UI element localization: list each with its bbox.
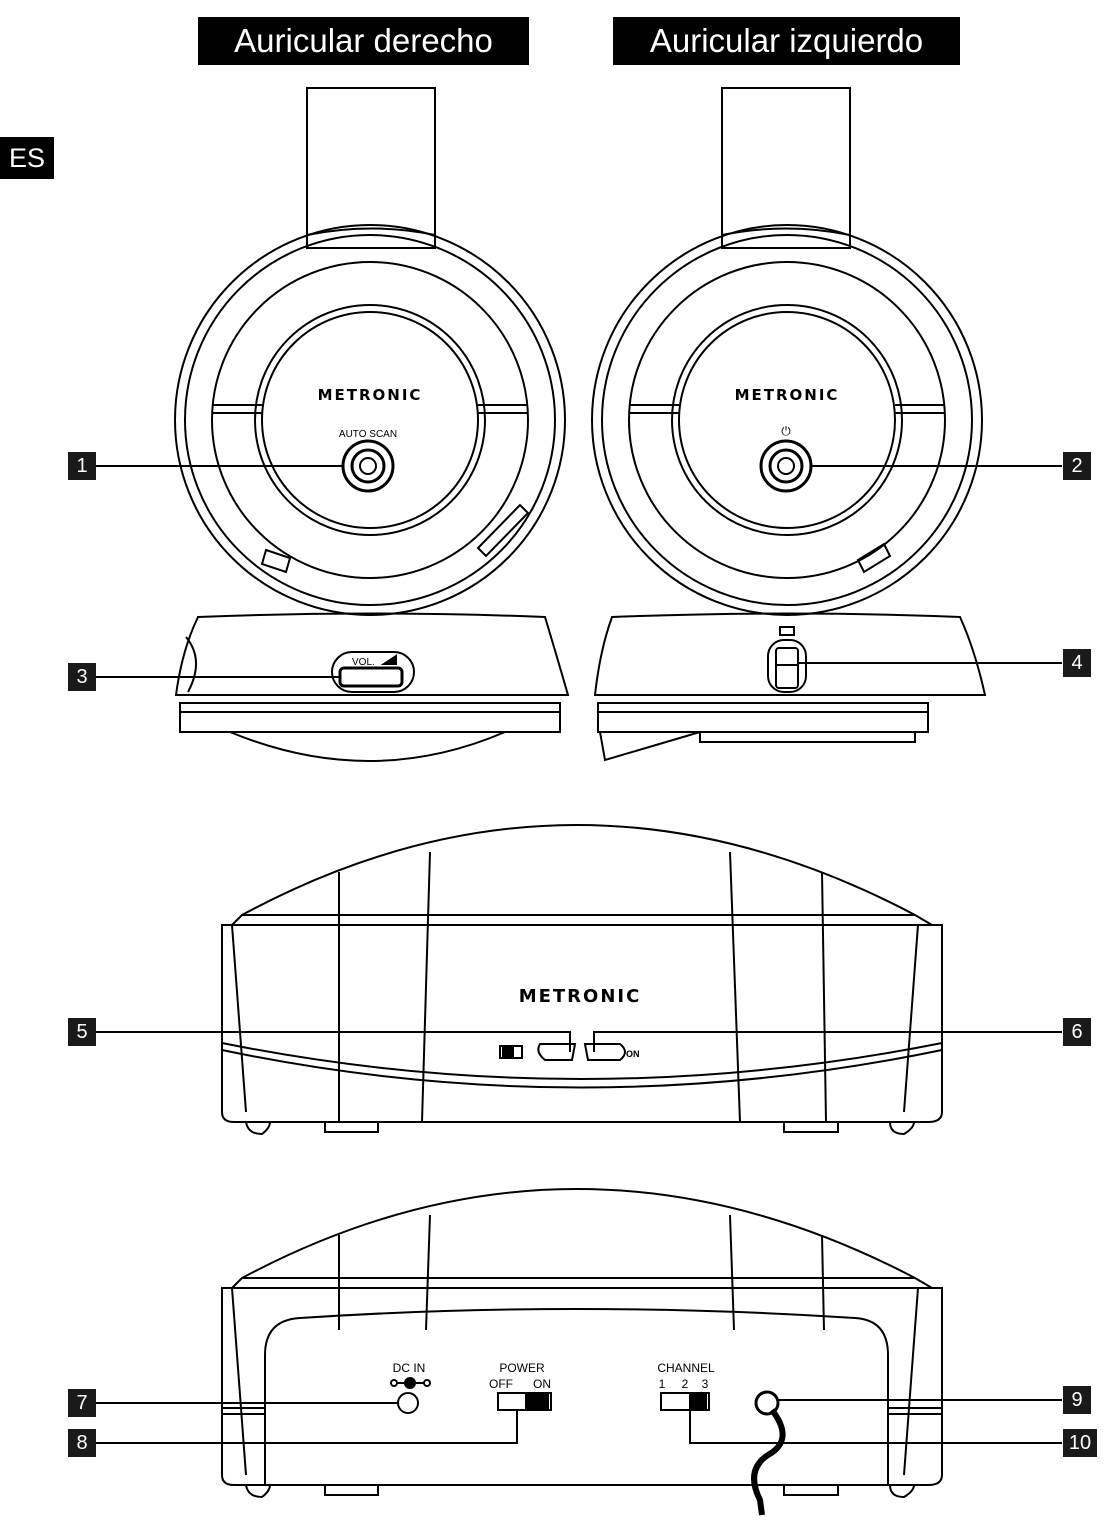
power-symbol-label: ⏻: [781, 424, 791, 438]
language-tag: ES: [0, 137, 54, 179]
dc-in-label: DC IN: [393, 1361, 426, 1375]
callout-9: 9: [1063, 1386, 1091, 1414]
callout-7: 7: [68, 1389, 96, 1417]
header-left-earpiece: Auricular izquierdo: [613, 17, 960, 65]
channel-2-label: 2: [682, 1377, 689, 1391]
callout-8: 8: [68, 1429, 96, 1457]
callout-6: 6: [1063, 1018, 1091, 1046]
right-earpiece-front: [174, 87, 566, 616]
brand-logo-right: METRONIC: [318, 386, 423, 404]
auto-scan-label: AUTO SCAN: [339, 429, 397, 440]
callout-3: 3: [68, 663, 96, 691]
header-right-earpiece: Auricular derecho: [198, 17, 529, 65]
channel-3-label: 3: [702, 1377, 709, 1391]
base-station-front: [221, 824, 943, 1136]
channel-1-label: 1: [659, 1377, 666, 1391]
brand-logo-left: METRONIC: [735, 386, 840, 404]
vol-label: VOL.: [352, 657, 375, 668]
callout-10: 10: [1063, 1429, 1097, 1457]
brand-logo-base: METRONIC: [519, 986, 642, 1007]
channel-label: CHANNEL: [657, 1361, 715, 1375]
callout-4: 4: [1063, 649, 1091, 677]
left-earpiece-side: [593, 612, 987, 762]
callout-lines: [96, 465, 1062, 1444]
callout-5: 5: [68, 1018, 96, 1046]
power-label: POWER: [499, 1361, 545, 1375]
on-indicator-label: ON: [626, 1049, 640, 1059]
on-switch-label: ON: [533, 1377, 551, 1391]
off-label: OFF: [489, 1377, 513, 1391]
callout-1: 1: [68, 452, 96, 480]
callout-2: 2: [1063, 452, 1091, 480]
left-earpiece-front: [591, 87, 983, 616]
base-station-rear: [221, 1188, 943, 1516]
right-earpiece-side: [174, 612, 570, 762]
